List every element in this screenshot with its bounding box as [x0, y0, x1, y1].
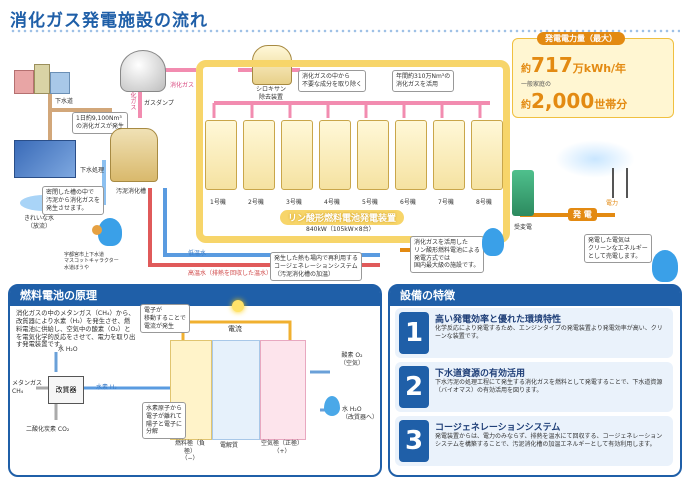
anode-label: 燃料極（負極） （−）	[174, 440, 205, 462]
household-value: 2,000	[531, 89, 595, 113]
clean-water-label: きれいな水 （放流）	[24, 215, 55, 230]
annual-value: 717	[531, 53, 573, 77]
power-heading: 発電電力量（最大）	[537, 32, 625, 45]
annual-gas-callout: 年間約310万Nm³の 消化ガスを活用	[392, 70, 455, 92]
cathode-layer	[260, 340, 306, 440]
fuel-cell-unit	[357, 120, 389, 190]
cathode-label: 空気極（正極） （+）	[260, 440, 303, 455]
feature-number: 3	[399, 420, 429, 462]
clean-energy-callout: 発電した電気は クリーンなエネルギー として売電します。	[584, 234, 652, 264]
sludge-tank-label: 汚泥消化槽	[116, 188, 147, 195]
unit-label: 4号機	[324, 199, 340, 206]
facility-output: 840kW（105kW×8台）	[306, 226, 375, 233]
mascot-illustration	[652, 250, 678, 282]
fuel-cell-unit	[395, 120, 427, 190]
low-temp-water-label: 低温水	[188, 250, 207, 257]
fuel-cell-unit	[281, 120, 313, 190]
principle-description: 消化ガスの中のメタンガス（CH₄）から、改質器により水素（H₂）を発生させ、燃料…	[16, 310, 136, 349]
unit-label: 5号機	[362, 199, 378, 206]
fuel-cell-unit	[319, 120, 351, 190]
unit-label: 6号機	[400, 199, 416, 206]
feature-title: 高い発電効率と優れた環境特性	[435, 315, 562, 325]
fuel-cell-principle-panel: 燃料電池の原理	[8, 284, 382, 477]
page-title: 消化ガス発電施設の流れ	[10, 11, 208, 31]
principle-heading: 燃料電池の原理	[10, 286, 380, 306]
digester-gas-label: 消化ガス	[129, 86, 136, 110]
household-prefix: 約	[521, 100, 531, 111]
sewage-label: 下水道	[55, 98, 74, 105]
annual-prefix: 約	[521, 64, 531, 75]
feature-item: 1 高い発電効率と優れた環境特性 化学反応により発電するため、エンジンタイプの発…	[395, 308, 673, 358]
power-output-box: 発電電力量（最大） 約717万kWh/年 一般家庭の 約2,000世帯分	[512, 32, 674, 118]
household-equivalent: 約2,000世帯分	[521, 89, 627, 113]
fuel-cell-unit	[243, 120, 275, 190]
unit-label: 2号機	[248, 199, 264, 206]
methane-label: メタンガス CH₄	[12, 380, 43, 395]
city-illustration	[555, 140, 635, 178]
treated-water-label: 下水処理	[80, 167, 105, 174]
mascot-caption: 宇都宮市上下水道 マスコットキャラクター 水道ぼうや	[64, 252, 119, 271]
substation-illustration	[512, 170, 534, 216]
feature-body: 発電装置からは、電力のみならず、排熱を温水にて回収する、コージェネレーションシス…	[435, 433, 663, 449]
mascot-illustration	[482, 228, 504, 256]
unit-label: 3号機	[286, 199, 302, 206]
mascot-illustration	[98, 218, 122, 246]
impurities-callout: 消化ガスの中から 不要な成分を取り除く	[298, 70, 367, 92]
fuel-cell-unit	[471, 120, 503, 190]
electrolyte-layer	[212, 340, 260, 440]
features-panel: 設備の特徴	[388, 284, 682, 477]
oxygen-label: 酸素 O₂ （空気）	[340, 352, 365, 367]
electrolyte-label: 電解質	[220, 442, 239, 449]
electron-callout: 電子が 移動することで 電流が発生	[140, 304, 190, 334]
feature-title: コージェネレーションシステム	[435, 423, 561, 433]
water-out-label: 水 H₂O （改質器へ）	[342, 406, 379, 421]
cogeneration-callout: 発生した熱も場内で再利用する コージェネレーションシステム （汚泥消化槽の加温）	[270, 252, 363, 282]
feature-number: 2	[399, 366, 429, 408]
gas-holder-label: ガスダンプ	[144, 100, 174, 107]
gas-holder-tank	[120, 50, 166, 92]
water-drop-icon	[324, 396, 340, 416]
fuel-cell-unit	[433, 120, 465, 190]
gas-volume-callout: 1日約9,100Nm³ の消化ガスが発生	[72, 112, 129, 134]
fuel-cell-unit	[205, 120, 237, 190]
sludge-callout: 密閉した槽の中で 汚泥から消化ガスを 発生させます。	[42, 186, 105, 216]
household-unit: 世帯分	[594, 98, 628, 111]
household-caption: 一般家庭の	[521, 81, 552, 88]
sludge-digester-tank	[110, 128, 158, 182]
feature-title: 下水道資源の有効活用	[435, 369, 526, 379]
power-label: 電力	[606, 200, 619, 207]
high-temp-water-label: 高温水（排熱を回収した温水）	[188, 270, 273, 277]
ion-callout: 水素原子から 電子が離れて 陽子と電子に 分解	[142, 402, 187, 440]
solar-panel-illustration	[14, 140, 76, 178]
current-label: 電流	[228, 325, 242, 333]
facility-name: リン酸形燃料電池発電装置	[280, 210, 405, 225]
title-divider	[10, 29, 680, 33]
power-tower-icon	[612, 168, 628, 198]
unit-label: 7号機	[438, 199, 454, 206]
water-in-label: 水 H₂O	[58, 346, 78, 353]
mascot-helmet-icon	[92, 225, 102, 235]
hydrogen-label: 水素 H₂	[96, 384, 117, 391]
siloxane-label: シロキサン 除去装置	[256, 86, 287, 101]
co2-label: 二酸化炭素 CO₂	[26, 426, 70, 433]
feature-body: 化学反応により発電するため、エンジンタイプの発電装置より発電効率が高い、クリーン…	[435, 325, 663, 341]
annual-unit: 万kWh/年	[572, 62, 627, 75]
unit-label: 8号機	[476, 199, 492, 206]
digester-gas-label-2: 消化ガス	[170, 82, 195, 89]
reformer-box: 改質器	[48, 376, 84, 404]
features-heading: 設備の特徴	[390, 286, 680, 306]
substation-label: 受変電	[514, 224, 533, 231]
feature-item: 2 下水道資源の有効活用 下水汚泥の処理工程にて発生する消化ガスを燃料として発電…	[395, 362, 673, 412]
annual-output: 約717万kWh/年	[521, 53, 626, 77]
feature-number: 1	[399, 312, 429, 354]
fuel-cell-facility-frame	[196, 60, 510, 243]
unit-label: 1号機	[210, 199, 226, 206]
feature-item: 3 コージェネレーションシステム 発電装置からは、電力のみならず、排熱を温水にて…	[395, 416, 673, 466]
feature-body: 下水汚泥の処理工程にて発生する消化ガスを燃料として発電することで、下水道資源（バ…	[435, 379, 663, 395]
houses-illustration	[14, 62, 70, 94]
lightbulb-icon	[232, 300, 244, 312]
renewable-callout: 消化ガスを活用した リン酸形燃料電池による 発電方式では 国内最大級の施設です。	[410, 236, 484, 274]
electricity-label: 発 電	[568, 208, 597, 221]
